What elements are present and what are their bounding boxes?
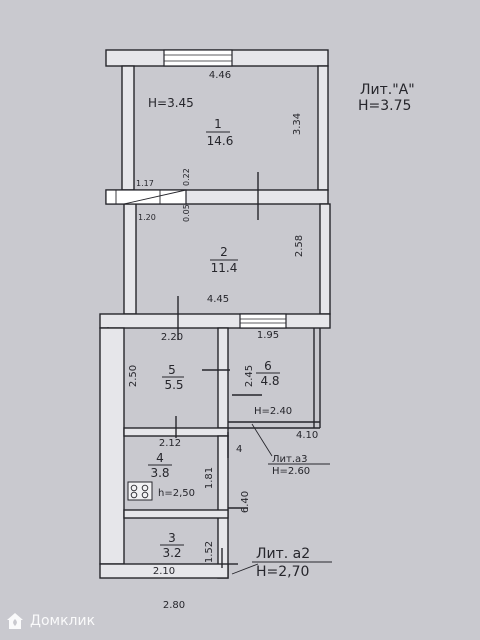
house-icon xyxy=(7,613,23,629)
room-2-area: 11.4 xyxy=(211,261,238,275)
room-4-number: 4 xyxy=(156,451,164,465)
lit-a2-height: H=2,70 xyxy=(256,564,309,580)
window-bottom xyxy=(239,313,287,329)
domclick-watermark: Домклик xyxy=(6,612,95,630)
room-6-number: 6 xyxy=(264,359,272,373)
kitchen-height: h=2,50 xyxy=(158,488,195,499)
dim-step-c: 0.05 xyxy=(182,204,191,222)
watermark-text: Домклик xyxy=(30,613,96,629)
lit-a3-title: Лит.а3 xyxy=(272,454,308,465)
room-1-height: H=3.45 xyxy=(148,96,194,110)
room-3-area: 3.2 xyxy=(162,546,181,560)
lit-a-height: H=3.75 xyxy=(358,98,411,114)
lit-a3-height: H=2.60 xyxy=(272,466,310,477)
dim-room3-right: 1.52 xyxy=(204,541,215,563)
room-6-area: 4.8 xyxy=(260,374,279,388)
dim-annex-right: 6.40 xyxy=(240,491,251,513)
main-building-walls xyxy=(99,49,331,329)
dim-top-width: 4.46 xyxy=(209,70,231,81)
lit-a2-title: Лит. а2 xyxy=(256,546,310,562)
step-marker xyxy=(105,189,187,205)
dim-room4-right: 1.81 xyxy=(204,467,215,489)
dim-right-room2: 2.58 xyxy=(294,235,305,257)
room-2-number: 2 xyxy=(220,245,228,259)
dim-a3-width: 4.10 xyxy=(296,430,318,441)
dim-room5-top: 2.20 xyxy=(161,332,183,343)
annex-door-marks xyxy=(175,369,262,568)
dim-room6-top: 1.95 xyxy=(257,330,279,341)
room-4-area: 3.8 xyxy=(150,466,169,480)
window-top xyxy=(163,49,233,67)
dim-small-4: 4 xyxy=(236,444,242,455)
dim-step-b: 0.22 xyxy=(182,168,191,186)
dim-step-d: 1.20 xyxy=(138,213,156,222)
lit-a-title: Лит."А" xyxy=(360,82,415,98)
a3-leader xyxy=(251,423,273,457)
room-1-area: 14.6 xyxy=(207,134,234,148)
dim-total-bottom: 2.80 xyxy=(163,600,185,611)
a2-leader xyxy=(231,563,259,575)
room-5-number: 5 xyxy=(168,363,176,377)
dim-room3-bottom: 2.10 xyxy=(153,566,175,577)
room-1-number: 1 xyxy=(214,117,222,131)
room-3-number: 3 xyxy=(168,531,176,545)
dim-step-a: 1.17 xyxy=(136,179,154,188)
dim-room4-top: 2.12 xyxy=(159,438,181,449)
hall-height: H=2.40 xyxy=(254,406,292,417)
stove-icon xyxy=(127,481,153,501)
room-5-area: 5.5 xyxy=(164,378,183,392)
dim-room6-right: 2.45 xyxy=(244,365,255,387)
dim-room5-left: 2.50 xyxy=(128,365,139,387)
dim-right-room1: 3.34 xyxy=(292,113,303,135)
dim-bottom-room2: 4.45 xyxy=(207,294,229,305)
